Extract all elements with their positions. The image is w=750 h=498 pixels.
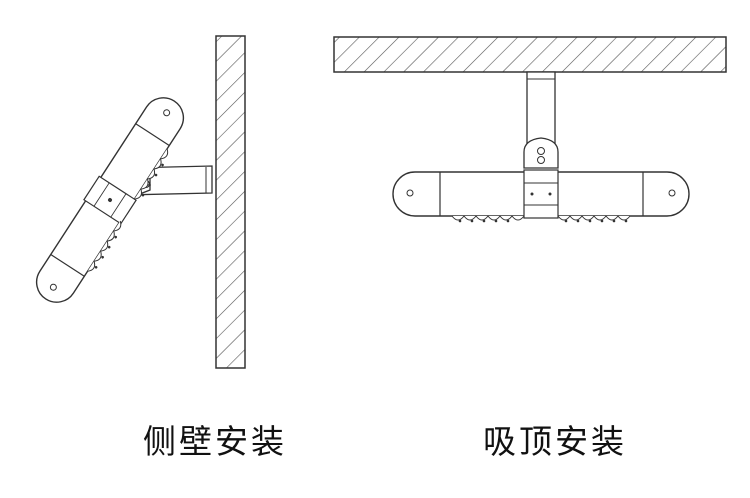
wall-mount-caption: 侧壁安装 bbox=[143, 422, 287, 461]
ceiling bbox=[333, 36, 727, 73]
wall bbox=[215, 35, 246, 369]
ceiling-mount-caption: 吸顶安装 bbox=[483, 422, 627, 461]
wall-mount-figure bbox=[35, 35, 246, 369]
ceiling-bracket bbox=[523, 71, 559, 169]
wall-light-fixture bbox=[35, 97, 185, 303]
ceiling-light-fixture bbox=[392, 169, 690, 223]
ceiling-mount-figure bbox=[333, 36, 727, 223]
